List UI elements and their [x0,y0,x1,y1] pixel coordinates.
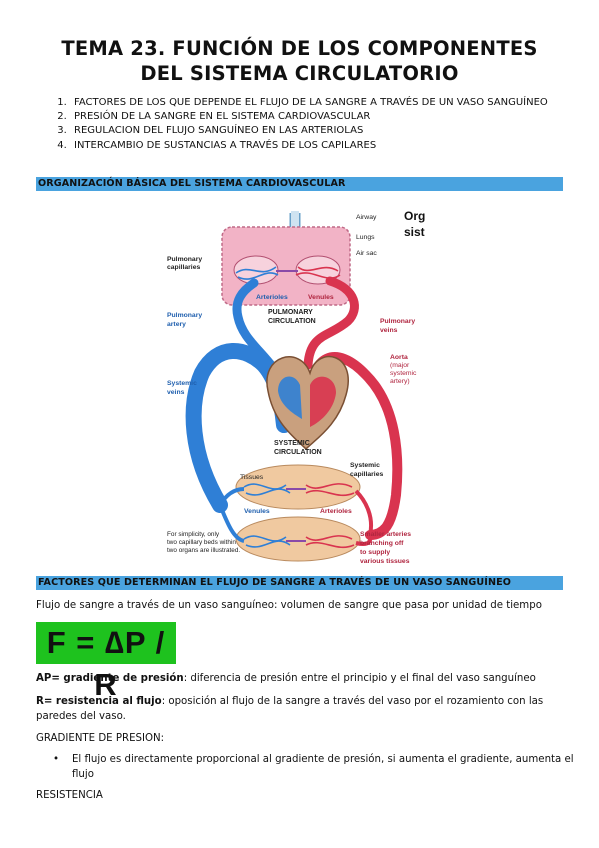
toc-item: PRESIÓN DE LA SANGRE EN EL SISTEMA CARDI… [70,110,590,124]
label-pulmonary-artery-2: artery [167,321,186,328]
label-aorta: Aorta [390,354,408,361]
label-tissues: Tissues [240,474,264,481]
flow-definition: Flujo de sangre a través de un vaso sang… [36,600,542,611]
label-smaller-arteries-2: branching off [360,540,404,547]
label-pulmonary-capillaries-1: Pulmonary [167,256,202,263]
label-simplicity-note-1: For simplicity, only [167,531,220,538]
label-pulmonary-artery-1: Pulmonary [167,312,202,319]
bullet-text: El flujo es directamente proporcional al… [72,754,574,780]
page-title: TEMA 23. FUNCIÓN DE LOS COMPONENTES DEL … [0,36,599,86]
label-aorta-note-2: systemic [390,370,417,377]
label-smaller-arteries-3: to supply [360,549,390,556]
label-pulmonary-veins-1: Pulmonary [380,318,415,325]
resistance-heading: RESISTENCIA [36,790,103,801]
gradient-heading: GRADIENTE DE PRESION: [36,733,165,744]
label-smaller-arteries-4: various tissues [360,558,410,565]
label-simplicity-note-2: two capillary beds within [167,539,236,546]
label-airway: Airway [356,214,377,221]
side-text-line-2: sist [404,225,425,239]
toc-item: REGULACION DEL FLUJO SANGUÍNEO EN LAS AR… [70,124,590,138]
label-pulmonary-capillaries-2: capillaries [167,264,200,271]
label-lungs: Lungs [356,234,375,241]
heart [266,355,349,451]
pressure-gradient-term: AP= gradiente de presión [36,673,184,684]
toc-item: INTERCAMBIO DE SUSTANCIAS A TRAVÉS DE LO… [70,139,590,153]
label-systemic-circulation-1: SYSTEMIC [274,440,310,447]
title-line-1: TEMA 23. FUNCIÓN DE LOS COMPONENTES [61,37,538,60]
section-heading-organization: ORGANIZACIÓN BÁSICA DEL SISTEMA CARDIOVA… [36,177,563,191]
pressure-gradient-definition: AP= gradiente de presión: diferencia de … [36,672,566,687]
label-arterioles-bottom: Arterioles [320,508,352,515]
pulmonary-veins-vessel [303,276,359,370]
bullet-symbol: • [53,754,60,765]
label-pulmonary-circulation-2: CIRCULATION [268,318,316,325]
label-aorta-note-1: (major [390,362,410,369]
resistance-term: R= resistencia al flujo [36,696,162,707]
label-systemic-veins-2: veins [167,389,185,396]
label-arterioles-top: Arterioles [256,294,288,301]
label-smaller-arteries-1: Smaller arteries [360,531,411,538]
label-pulmonary-veins-2: veins [380,327,398,334]
resistance-text: : oposición al flujo de la sangre a trav… [36,696,544,722]
title-line-2: DEL SISTEMA CIRCULATORIO [140,62,459,85]
label-systemic-circulation-2: CIRCULATION [274,449,322,456]
label-systemic-veins-1: Systemic [167,380,197,387]
section-heading-flow-factors: FACTORES QUE DETERMINAN EL FLUJO DE SANG… [36,576,563,590]
label-aorta-note-3: artery) [390,378,410,385]
diagram-labels: Airway Lungs Air sac Pulmonary capillari… [167,214,417,565]
label-venules-top: Venules [308,294,334,301]
list-item: • El flujo es directamente proporcional a… [53,753,582,782]
table-of-contents: FACTORES DE LOS QUE DEPENDE EL FLUJO DE … [36,96,590,153]
toc-item: FACTORES DE LOS QUE DEPENDE EL FLUJO DE … [70,96,590,110]
label-pulmonary-circulation-1: PULMONARY [268,309,313,316]
label-systemic-capillaries-1: Systemic [350,462,380,469]
circulatory-system-diagram: Airway Lungs Air sac Pulmonary capillari… [167,211,417,565]
side-text-line-1: Org [404,209,426,223]
label-systemic-capillaries-2: capillaries [350,471,383,478]
pressure-gradient-text: : diferencia de presión entre el princip… [183,673,536,684]
flow-formula-box: F = ∆P / R [36,622,176,702]
label-simplicity-note-3: two organs are illustrated. [167,547,240,554]
figure-side-text: Org sist [404,208,425,240]
flow-formula: F = ∆P / R [46,625,166,702]
label-venules-bottom: Venules [244,508,270,515]
resistance-definition: R= resistencia al flujo: oposición al fl… [36,695,566,724]
gradient-bullets: • El flujo es directamente proporcional a… [36,753,582,782]
label-air-sac: Air sac [356,250,377,257]
systemic-capillary-beds [218,464,373,562]
pulmonary-capillary-bed [233,255,341,285]
